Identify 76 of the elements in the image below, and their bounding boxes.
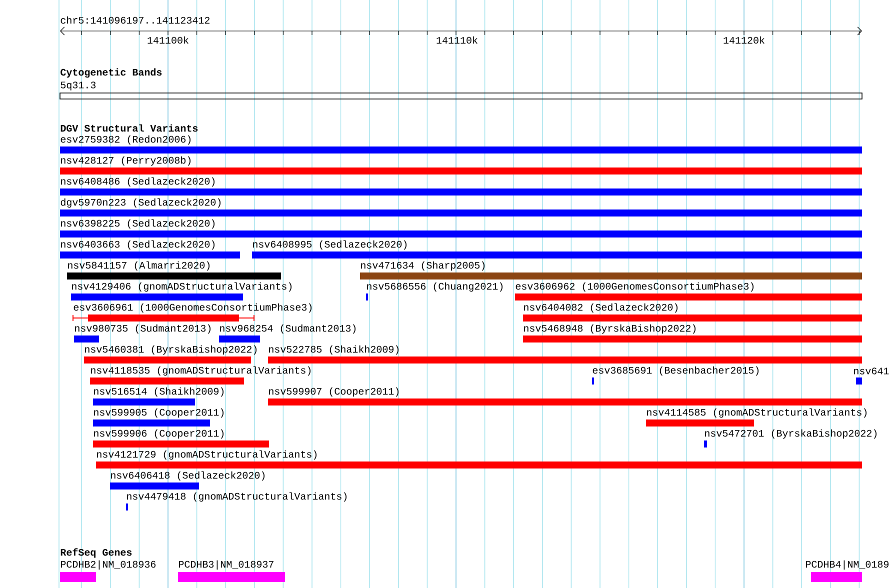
variant-feature: esv3606962 (1000GenomesConsortiumPhase3) xyxy=(515,282,862,300)
variant-feature: nsv6404082 (Sedlazeck2020) xyxy=(523,303,862,322)
node-label: nsv4121729 (gnomADStructuralVariants) xyxy=(97,450,317,460)
node-label: esv3685691 (Besenbacher2015) xyxy=(592,366,759,376)
variant-feature: nsv5468948 (ByrskaBishop2022) xyxy=(523,324,862,342)
variant-feature: nsv641 xyxy=(854,368,889,384)
variant-feature: nsv6398225 (Sedlazeck2020) xyxy=(60,219,862,238)
gene-feature: PCDHB2|NM_018936 xyxy=(60,560,156,582)
track-title: RefSeq Genes xyxy=(60,548,132,558)
coordinate-label: chr5:141096197..141123412 xyxy=(60,16,210,24)
gene-feature: PCDHB3|NM_018937 xyxy=(178,560,285,582)
variant-feature: nsv5460381 (ByrskaBishop2022) xyxy=(84,345,257,364)
variant-feature: nsv4121729 (gnomADStructuralVariants) xyxy=(96,450,862,468)
track-title: DGV Structural Variants xyxy=(60,124,198,132)
variant-feature: nsv6408995 (Sedlazeck2020) xyxy=(252,240,862,258)
variant-feature: dgv5970n223 (Sedlazeck2020) xyxy=(60,198,862,216)
variant-feature: nsv980735 (Sudmant2013) xyxy=(74,324,211,342)
node-label: nsv5841157 (Almarri2020) xyxy=(68,261,210,271)
track-title: Cytogenetic Bands xyxy=(60,68,162,78)
node-label: nsv4114585 (gnomADStructuralVariants) xyxy=(647,408,867,418)
node-label: nsv4118535 (gnomADStructuralVariants) xyxy=(91,366,311,376)
variant-feature: esv3685691 (Besenbacher2015) xyxy=(592,366,759,384)
node-label: nsv980735 (Sudmant2013) xyxy=(75,324,211,334)
variant-feature: nsv6406418 (Sedlazeck2020) xyxy=(110,471,265,490)
variant-feature: nsv4114585 (gnomADStructuralVariants) xyxy=(646,408,867,426)
node-label: nsv471634 (Sharp2005) xyxy=(361,261,485,271)
node-label: nsv6398225 (Sedlazeck2020) xyxy=(61,219,215,229)
variant-feature: nsv522785 (Shaikh2009) xyxy=(268,345,862,364)
tick-label: 141100k xyxy=(148,36,188,44)
node-label: nsv516514 (Shaikh2009) xyxy=(94,387,224,397)
tick-label: 141110k xyxy=(436,36,478,44)
node-label: nsv4479418 (gnomADStructuralVariants) xyxy=(127,492,347,502)
node-label: nsv599906 (Cooper2011) xyxy=(94,429,224,439)
variant-feature: esv3606961 (1000GenomesConsortiumPhase3) xyxy=(72,303,312,322)
node-label: esv2759382 (Redon2006) xyxy=(60,135,191,145)
node-label: nsv6403663 (Sedlazeck2020) xyxy=(61,240,215,250)
variant-feature: nsv599907 (Cooper2011) xyxy=(268,387,862,406)
variant-feature: nsv599905 (Cooper2011) xyxy=(93,408,224,426)
node-label: nsv4129406 (gnomADStructuralVariants) xyxy=(72,282,292,292)
variant-feature: nsv5472701 (ByrskaBishop2022) xyxy=(704,429,877,448)
node-label: nsv6408995 (Sedlazeck2020) xyxy=(253,240,407,250)
variant-feature: nsv4479418 (gnomADStructuralVariants) xyxy=(126,492,347,510)
node-label: nsv428127 (Perry2008b) xyxy=(61,156,191,166)
node-label: nsv5468948 (ByrskaBishop2022) xyxy=(524,324,696,334)
node-label: nsv522785 (Shaikh2009) xyxy=(269,345,399,355)
node-label: nsv6406418 (Sedlazeck2020) xyxy=(111,471,265,481)
variant-feature: nsv428127 (Perry2008b) xyxy=(60,156,862,174)
node-label: nsv6408486 (Sedlazeck2020) xyxy=(61,177,215,187)
node-label: esv3606961 (1000GenomesConsortiumPhase3) xyxy=(74,303,312,313)
node-label: nsv5686556 (Chuang2021) xyxy=(367,282,503,292)
variant-feature: nsv516514 (Shaikh2009) xyxy=(93,387,224,406)
node-label: nsv599907 (Cooper2011) xyxy=(269,387,399,397)
variant-feature: nsv968254 (Sudmant2013) xyxy=(219,324,356,342)
node-label: nsv5472701 (ByrskaBishop2022) xyxy=(705,429,877,439)
variant-feature: nsv4118535 (gnomADStructuralVariants) xyxy=(90,366,311,384)
variant-feature: nsv471634 (Sharp2005) xyxy=(360,261,862,280)
node-label: dgv5970n223 (Sedlazeck2020) xyxy=(60,198,221,208)
node-label: nsv968254 (Sudmant2013) xyxy=(220,324,356,334)
node-label: nsv5460381 (ByrskaBishop2022) xyxy=(85,345,257,355)
band-label: 5q31.3 xyxy=(60,82,96,90)
node-label: PCDHB2|NM_018936 xyxy=(60,560,156,570)
variant-feature: nsv6408486 (Sedlazeck2020) xyxy=(60,177,862,196)
variant-feature: esv2759382 (Redon2006) xyxy=(60,135,862,154)
node-label: nsv641 xyxy=(854,368,889,374)
gene-feature: PCDHB4|NM_0189 xyxy=(806,560,889,582)
tick-label: 141120k xyxy=(724,36,764,44)
node-label: esv3606962 (1000GenomesConsortiumPhase3) xyxy=(516,282,754,292)
variant-feature: nsv6403663 (Sedlazeck2020) xyxy=(60,240,240,258)
variant-feature: nsv599906 (Cooper2011) xyxy=(93,429,269,448)
node-label: nsv6404082 (Sedlazeck2020) xyxy=(524,303,678,313)
variant-feature: nsv5686556 (Chuang2021) xyxy=(366,282,503,300)
variant-feature: nsv4129406 (gnomADStructuralVariants) xyxy=(71,282,292,300)
node-label: PCDHB4|NM_0189 xyxy=(806,560,889,570)
node-label: PCDHB3|NM_018937 xyxy=(178,560,274,570)
node-label: nsv599905 (Cooper2011) xyxy=(94,408,224,418)
variant-feature: nsv5841157 (Almarri2020) xyxy=(67,261,281,280)
